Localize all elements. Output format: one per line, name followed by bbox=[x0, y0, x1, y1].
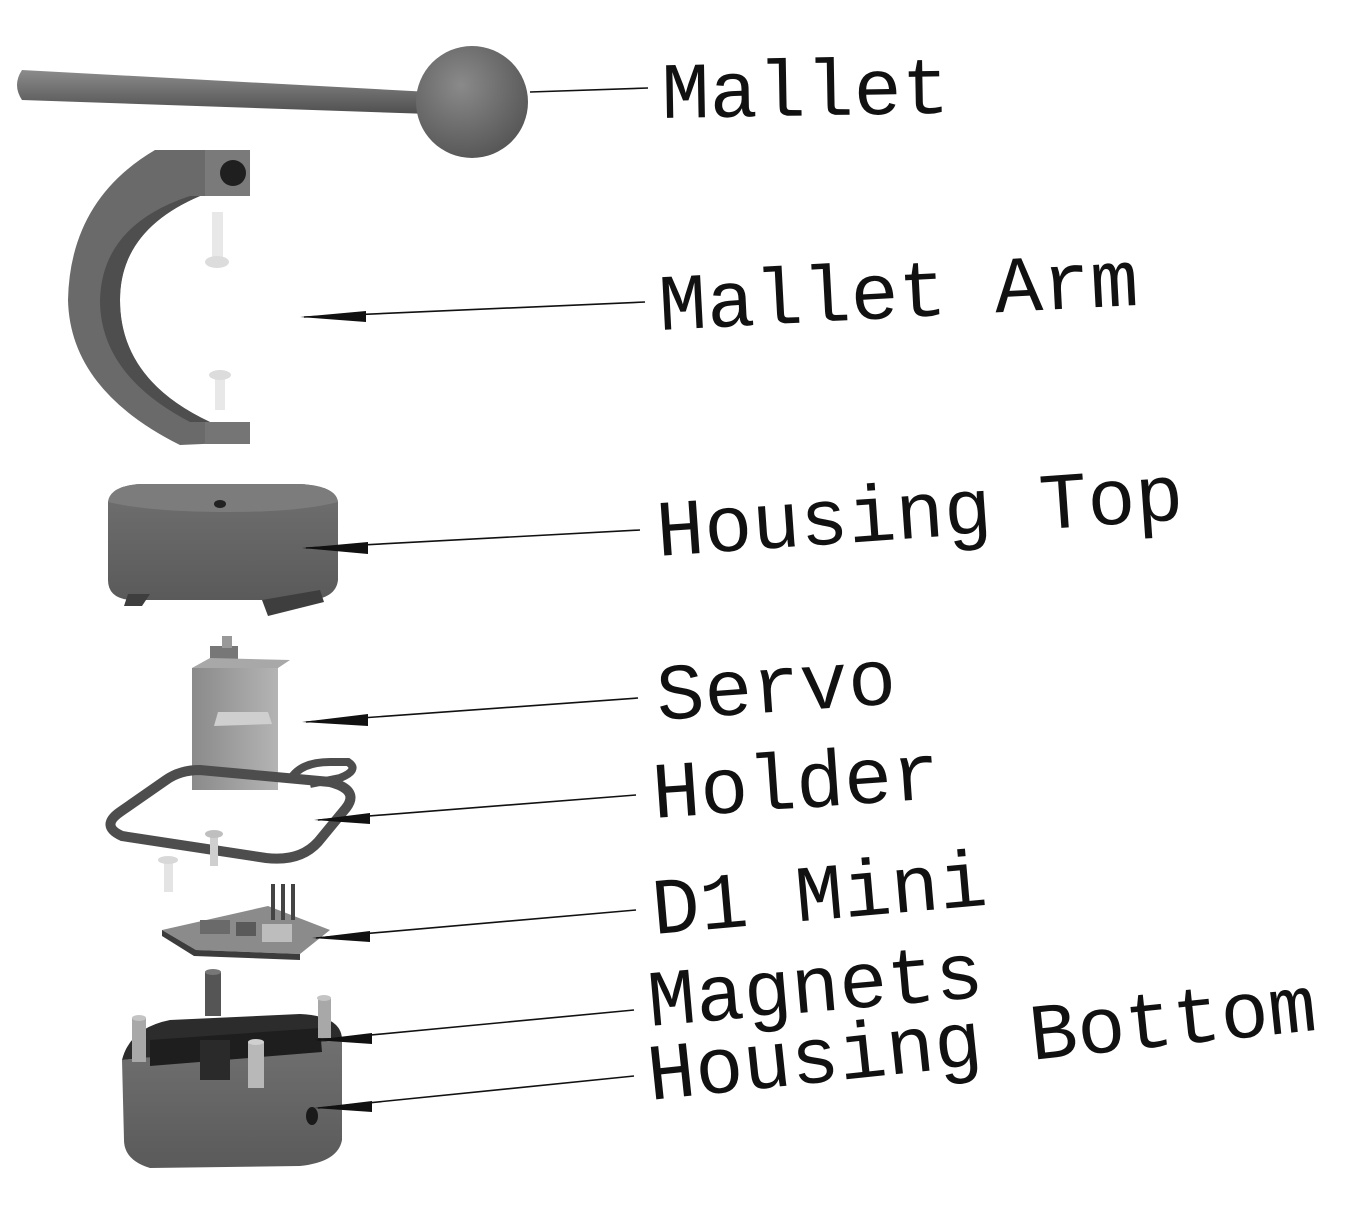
label-mallet: Mallet bbox=[661, 47, 951, 143]
leader-mallet bbox=[529, 87, 649, 93]
mallet-part bbox=[17, 46, 528, 158]
label-housing-top: Housing Top bbox=[653, 453, 1186, 581]
label-mallet-arm: Mallet Arm bbox=[657, 239, 1141, 355]
arrow-housing-top bbox=[302, 542, 368, 554]
housing-bottom-part bbox=[122, 995, 342, 1168]
holder-part bbox=[105, 758, 357, 892]
arrow-holder bbox=[314, 813, 370, 824]
arrow-mallet-arm bbox=[300, 311, 366, 322]
d1-mini-part bbox=[162, 884, 330, 960]
arrow-magnets bbox=[314, 1033, 372, 1044]
mallet-arm-part bbox=[68, 150, 250, 445]
magnets-part bbox=[205, 969, 221, 1016]
part-labels: Mallet Mallet Arm Housing Top Servo Hold… bbox=[643, 47, 1321, 1125]
leader-holder bbox=[317, 794, 637, 821]
arrow-d1-mini bbox=[312, 931, 370, 942]
housing-top-part bbox=[108, 484, 338, 616]
leader-lines bbox=[300, 87, 649, 1112]
arrow-housing-bottom bbox=[314, 1101, 372, 1112]
label-servo: Servo bbox=[653, 637, 899, 745]
arrow-servo bbox=[302, 714, 368, 726]
label-holder: Holder bbox=[649, 732, 943, 843]
